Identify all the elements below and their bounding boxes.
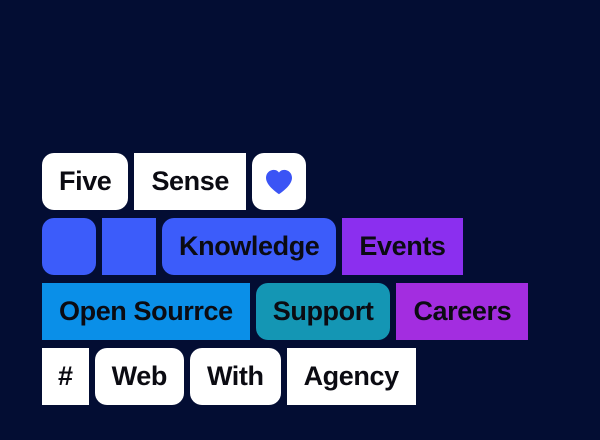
tag-chip-careers-r3c3[interactable]: Careers <box>396 283 529 340</box>
tag-chip-with-r4c3[interactable]: With <box>189 348 281 405</box>
tag-label: Careers <box>413 296 512 326</box>
tag-chip-blank-r4c1[interactable]: # <box>42 348 89 405</box>
tag-chip-sense-r1c2[interactable]: Sense <box>134 153 246 210</box>
tag-label: Open Sourrce <box>59 296 233 326</box>
tag-label: Knowledge <box>179 231 320 261</box>
tag-chip-agency-r4c4[interactable]: Agency <box>286 348 416 405</box>
tag-row: # Web With Agency <box>42 348 528 405</box>
tag-chip-blank-r2c2[interactable] <box>102 218 156 275</box>
tag-row: Five Sense <box>42 153 528 210</box>
tag-chip-events-r2c4[interactable]: Events <box>342 218 463 275</box>
tag-chip-blank-r2c1[interactable] <box>42 218 96 275</box>
heart-icon <box>265 169 293 195</box>
tag-label: Five <box>59 166 112 196</box>
tag-label: Agency <box>303 361 400 391</box>
tag-chip-open-sourrce-r3c1[interactable]: Open Sourrce <box>42 283 250 340</box>
tag-label: Sense <box>151 166 229 196</box>
tag-chip-web-r4c2[interactable]: Web <box>94 348 184 405</box>
tag-row: Knowledge Events <box>42 218 528 275</box>
tag-label: Web <box>111 361 168 391</box>
tag-label: Support <box>272 296 374 326</box>
tag-label: # <box>58 361 73 391</box>
tag-row: Open Sourrce Support Careers <box>42 283 529 340</box>
tag-chip-support-r3c2[interactable]: Support <box>255 283 391 340</box>
tag-label: Events <box>359 231 446 261</box>
tag-chip-knowledge-r2c3[interactable]: Knowledge <box>162 218 337 275</box>
tag-label: With <box>206 361 264 391</box>
tag-chip-five-r1c1[interactable]: Five <box>42 153 129 210</box>
tag-chip-heart-r1c3[interactable] <box>252 153 306 210</box>
